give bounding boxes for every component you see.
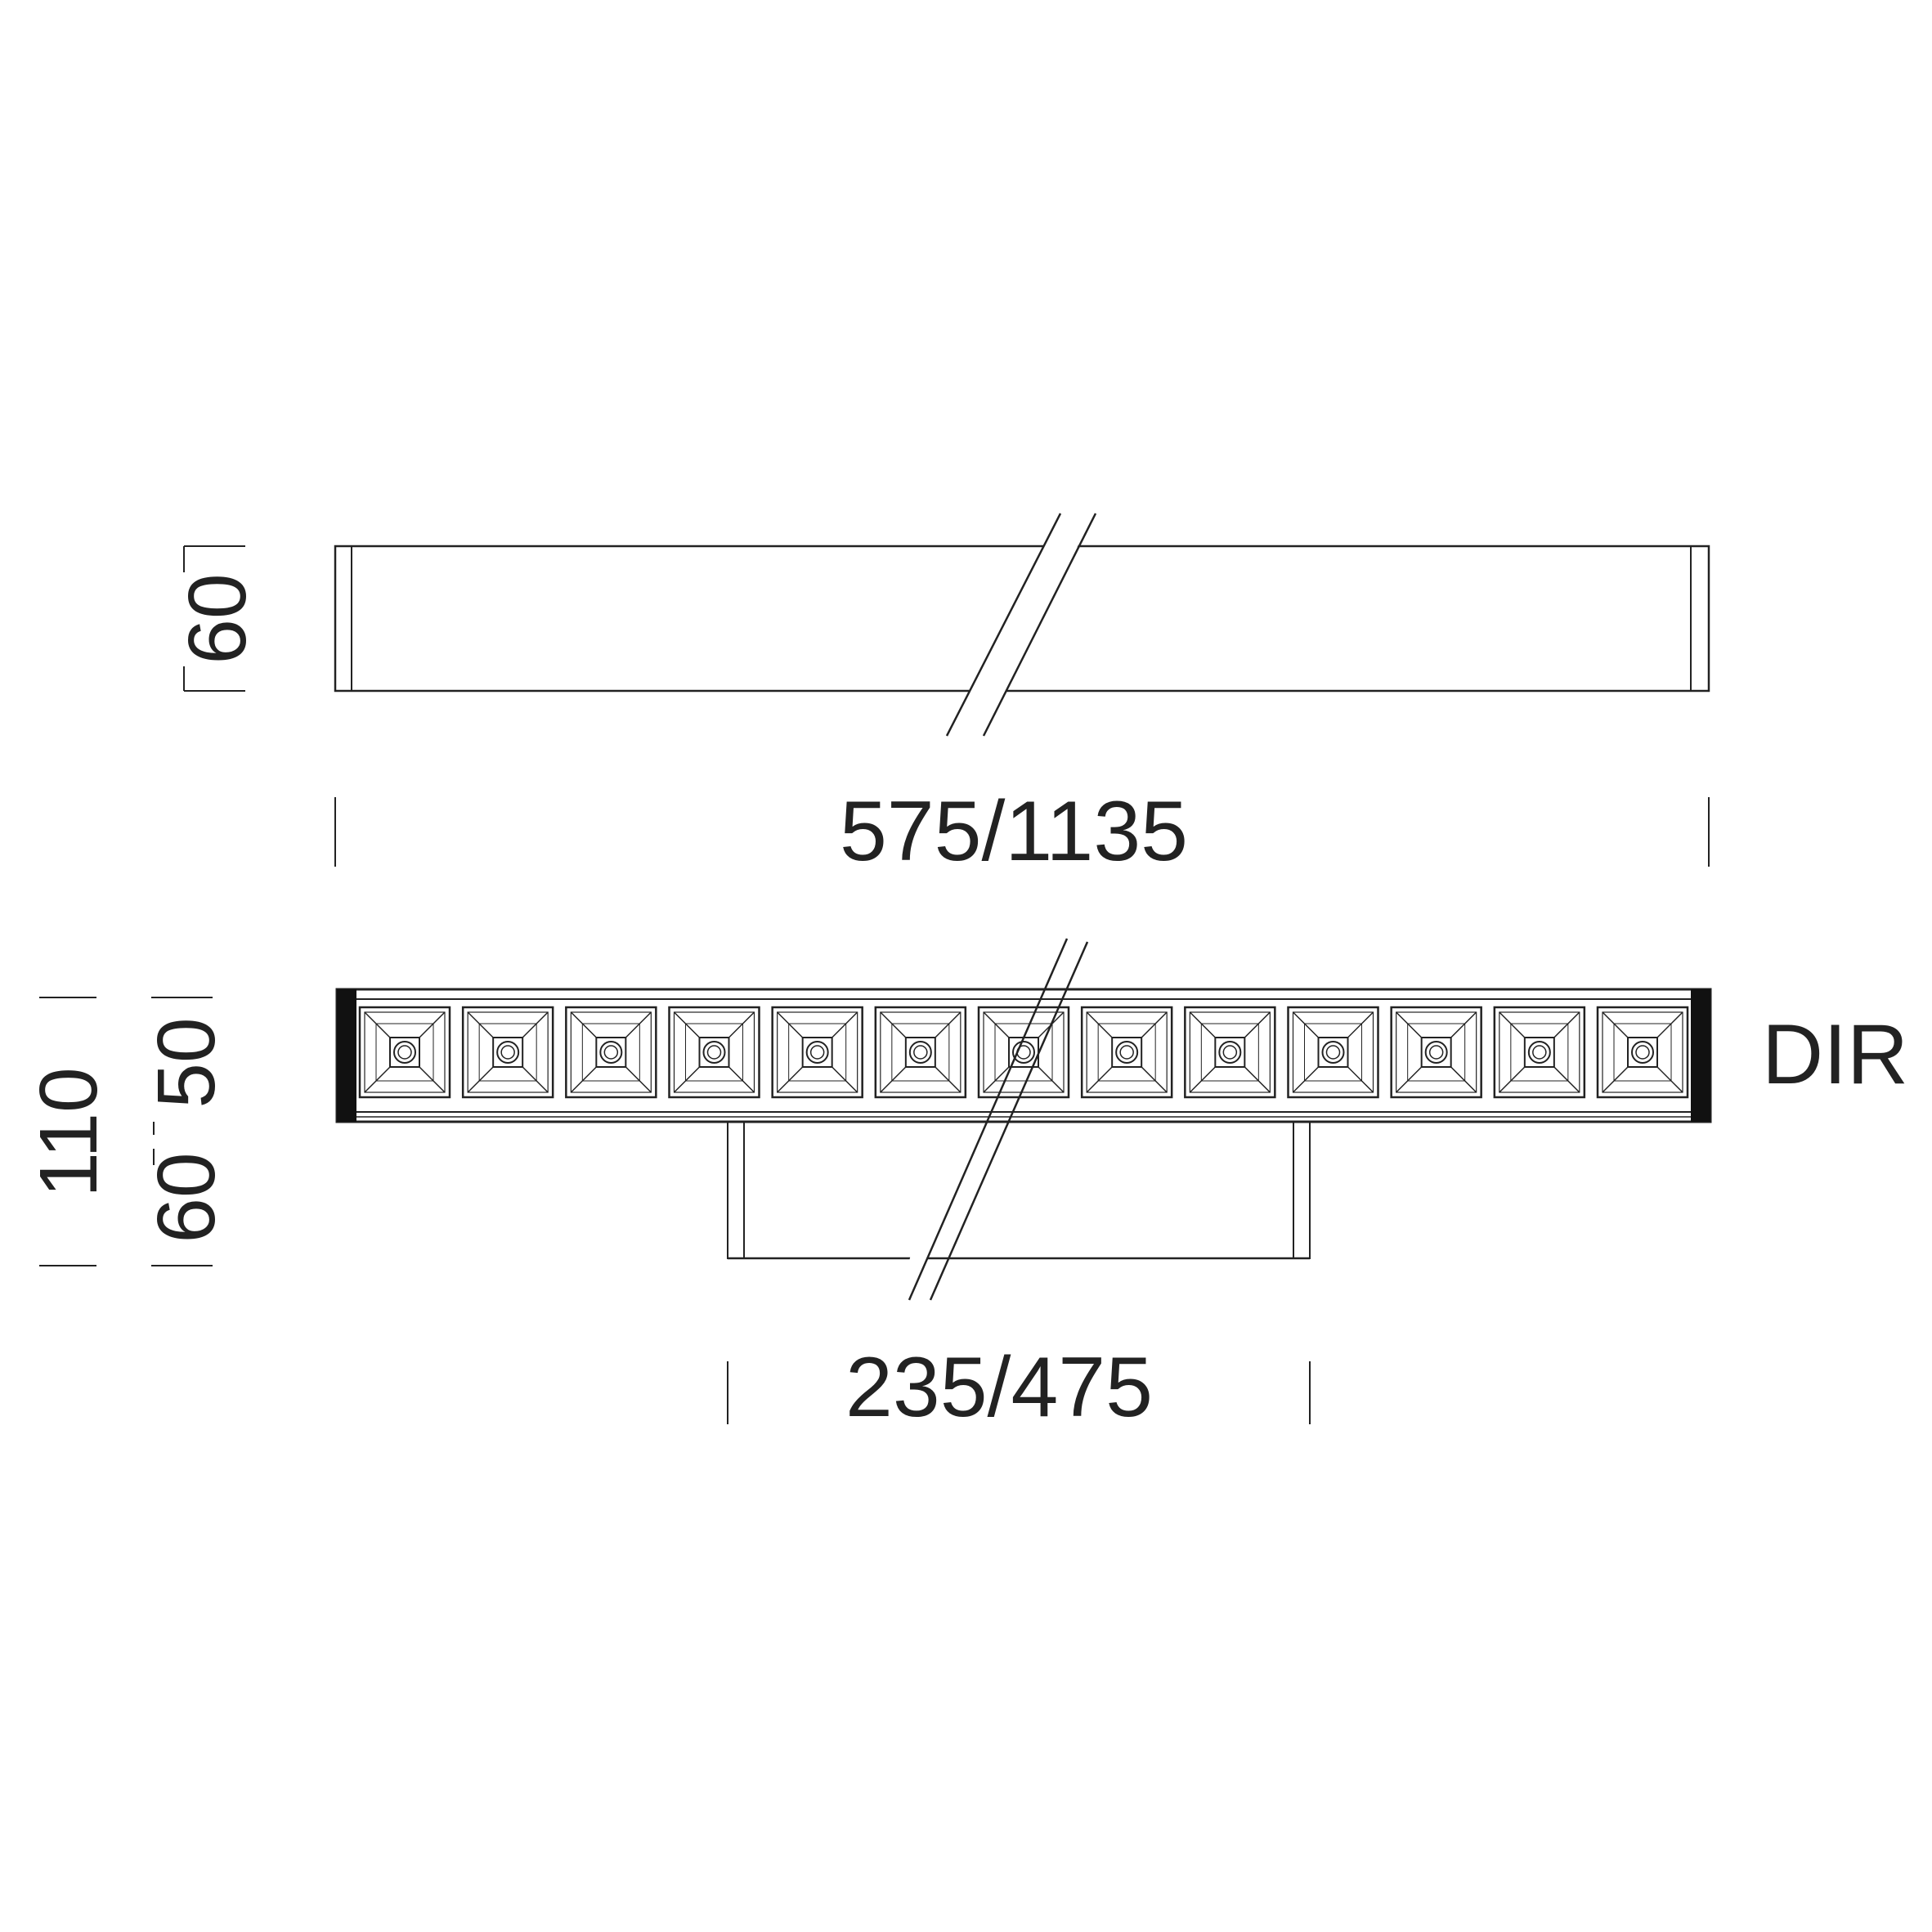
side-height-dimension: 60 [172,545,263,692]
led-module [358,1006,451,1099]
led-module [771,1006,863,1099]
led-module [874,1006,967,1099]
front-height-dimensions: 110 50 60 [23,997,232,1266]
led-module [977,1006,1070,1099]
head-height-label: 50 [141,1017,232,1108]
left-bracket [727,1121,745,1259]
side-length-label: 575/1135 [840,784,1188,879]
led-module [1596,1006,1689,1099]
led-module [1287,1006,1379,1099]
front-view: 110 50 60 235 [23,938,1908,1435]
mounting-brackets [727,1121,1311,1260]
side-length-dimension: 575/1135 [334,784,1710,879]
luminaire-head [335,988,1712,1123]
bracket-spacing-label: 235/475 [845,1340,1153,1435]
front-break-marks [906,938,1089,1301]
led-module [461,1006,554,1099]
led-module [565,1006,657,1099]
led-module [668,1006,760,1099]
right-bracket [1293,1121,1311,1259]
side-view: 60 575/1135 [172,513,1710,879]
led-module [1080,1006,1173,1099]
right-end-cap [1691,989,1710,1122]
side-height-label: 60 [172,573,263,664]
bracket-height-label: 60 [141,1152,232,1243]
optic-label: DIR [1762,1007,1908,1102]
bracket-spacing-dimension: 235/475 [727,1340,1311,1435]
side-body [334,513,1710,737]
left-end-cap [337,989,356,1122]
led-module [1184,1006,1276,1099]
led-module [1493,1006,1586,1099]
total-height-label: 110 [23,1067,114,1197]
led-module-row [358,1006,1689,1099]
led-module [1390,1006,1482,1099]
